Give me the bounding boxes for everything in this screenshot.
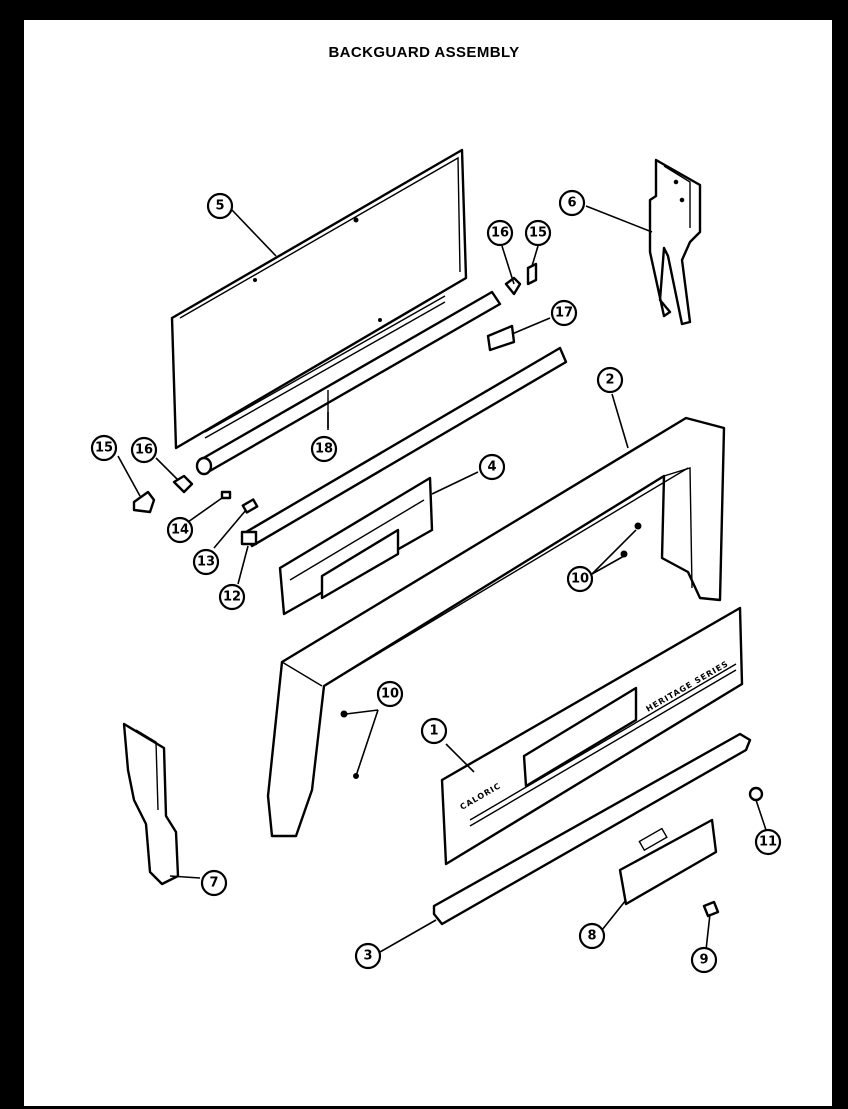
callout-14: 14 — [166, 516, 194, 544]
part-control-panel: CALORIC HERITAGE SERIES — [440, 606, 744, 866]
leader-lines — [117, 205, 767, 953]
callout-15a-label: 15 — [529, 226, 547, 241]
callout-13-label: 13 — [197, 555, 215, 570]
callout-2-label: 2 — [605, 373, 614, 388]
callout-12-label: 12 — [223, 590, 241, 605]
callout-16b-label: 16 — [135, 443, 153, 458]
callout-10a-label: 10 — [571, 572, 589, 587]
callout-12: 12 — [218, 583, 246, 611]
part-small-fasteners — [702, 786, 764, 918]
callout-7: 7 — [200, 869, 228, 897]
callout-2: 2 — [596, 366, 624, 394]
callout-3: 3 — [354, 942, 382, 970]
part-small-parts-left — [132, 474, 259, 546]
part-8-plate — [618, 818, 718, 906]
callout-15b-label: 15 — [95, 441, 113, 456]
part-small-clips-top — [504, 262, 538, 296]
diagram-title: BACKGUARD ASSEMBLY — [328, 44, 520, 61]
callout-3-label: 3 — [363, 949, 372, 964]
callout-15a: 15 — [524, 219, 552, 247]
callout-4-label: 4 — [487, 460, 496, 475]
callout-13: 13 — [192, 548, 220, 576]
callout-10b-label: 10 — [381, 687, 399, 702]
part-lower-trim — [432, 732, 752, 926]
callout-16b: 16 — [130, 436, 158, 464]
part-back-panel — [170, 148, 468, 450]
callout-16a-label: 16 — [491, 226, 509, 241]
part-left-bracket — [122, 722, 180, 886]
callout-8: 8 — [578, 922, 606, 950]
callout-17: 17 — [550, 299, 578, 327]
callout-8-label: 8 — [587, 929, 596, 944]
callout-7-label: 7 — [209, 876, 218, 891]
callout-10b: 10 — [376, 680, 404, 708]
part-right-bracket — [648, 158, 702, 326]
callout-6: 6 — [558, 189, 586, 217]
callout-5: 5 — [206, 192, 234, 220]
callout-5-label: 5 — [215, 199, 224, 214]
callout-18-label: 18 — [315, 442, 333, 457]
part-tube — [195, 290, 502, 476]
callout-9: 9 — [690, 946, 718, 974]
part-control-bracket — [278, 476, 434, 616]
callout-1: 1 — [420, 717, 448, 745]
callout-18: 18 — [310, 435, 338, 463]
part-17 — [486, 324, 516, 352]
callout-17-label: 17 — [555, 306, 573, 321]
callout-4: 4 — [478, 453, 506, 481]
callout-10a: 10 — [566, 565, 594, 593]
part-backguard-housing — [266, 416, 726, 838]
callout-14-label: 14 — [171, 523, 189, 538]
callout-9-label: 9 — [699, 953, 708, 968]
callout-6-label: 6 — [567, 196, 576, 211]
callout-11-label: 11 — [759, 835, 777, 850]
callout-16a: 16 — [486, 219, 514, 247]
callout-1-label: 1 — [429, 724, 438, 739]
callout-11: 11 — [754, 828, 782, 856]
callout-15b: 15 — [90, 434, 118, 462]
